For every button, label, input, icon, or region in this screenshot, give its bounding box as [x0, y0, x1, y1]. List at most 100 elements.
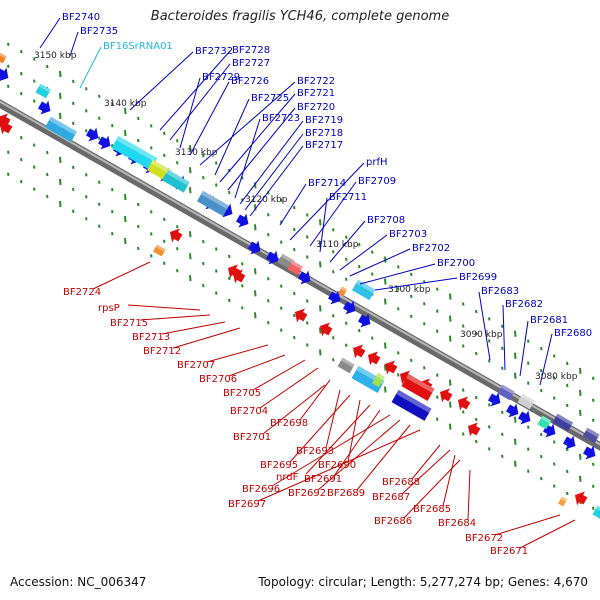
forward-gene-label[interactable]: BF2709	[358, 176, 396, 187]
forward-gene-label[interactable]: BF2740	[62, 12, 100, 23]
gene-block[interactable]	[197, 190, 230, 217]
reverse-gene-label[interactable]: BF2693	[296, 446, 334, 457]
gene-block[interactable]	[35, 83, 51, 99]
forward-gene-label[interactable]: BF2729	[202, 72, 240, 83]
forward-gene-arrow[interactable]	[264, 248, 282, 268]
forward-gene-label[interactable]: BF2723	[262, 113, 300, 124]
gene-block[interactable]	[287, 260, 303, 276]
reverse-gene-label[interactable]: BF2712	[143, 346, 181, 357]
reverse-gene-label[interactable]: BF2706	[199, 374, 237, 385]
forward-gene-arrow[interactable]	[36, 98, 54, 118]
reverse-gene-label[interactable]: BF2701	[233, 432, 271, 443]
reverse-gene-label[interactable]: BF2698	[270, 418, 308, 429]
reverse-gene-arrow[interactable]	[381, 357, 399, 377]
reverse-gene-label[interactable]: BF2707	[177, 360, 215, 371]
reverse-gene-arrow[interactable]	[229, 266, 247, 286]
forward-gene-label[interactable]: BF2726	[231, 76, 269, 87]
forward-gene-arrow[interactable]	[326, 288, 344, 308]
gene-block[interactable]	[337, 357, 355, 374]
forward-gene-arrow[interactable]	[246, 238, 264, 258]
reverse-gene-arrow[interactable]	[316, 319, 334, 339]
forward-gene-arrow[interactable]	[96, 133, 114, 153]
forward-gene-label[interactable]: BF2680	[554, 328, 592, 339]
forward-gene-arrow[interactable]	[0, 65, 12, 85]
gene-block[interactable]	[45, 116, 78, 143]
forward-gene-arrow[interactable]	[296, 268, 314, 288]
forward-gene-label[interactable]: BF2700	[437, 258, 475, 269]
forward-gene-arrow[interactable]	[561, 433, 579, 453]
reverse-gene-label[interactable]: BF2713	[132, 332, 170, 343]
forward-gene-label[interactable]: BF2721	[297, 88, 335, 99]
forward-gene-label[interactable]: BF2682	[505, 299, 543, 310]
reverse-gene-label[interactable]: BF2715	[110, 318, 148, 329]
forward-gene-label[interactable]: BF2711	[329, 192, 367, 203]
forward-gene-label[interactable]: BF2717	[305, 140, 343, 151]
forward-gene-label[interactable]: BF2703	[389, 229, 427, 240]
gene-block[interactable]	[111, 135, 158, 171]
forward-gene-arrow[interactable]	[516, 408, 534, 428]
gene-block[interactable]	[391, 389, 432, 421]
reverse-gene-label[interactable]: rpsP	[98, 303, 120, 314]
forward-gene-label[interactable]: BF2718	[305, 128, 343, 139]
reverse-gene-label[interactable]: BF2724	[63, 287, 101, 298]
forward-gene-arrow[interactable]	[341, 298, 359, 318]
forward-gene-arrow[interactable]	[356, 311, 374, 331]
forward-gene-label[interactable]: BF2720	[297, 102, 335, 113]
reverse-gene-arrow[interactable]	[166, 225, 184, 245]
forward-gene-label[interactable]: BF2699	[459, 272, 497, 283]
forward-gene-label[interactable]: BF16SrRNA01	[103, 41, 173, 52]
forward-gene-label[interactable]: BF2681	[530, 315, 568, 326]
forward-gene-label[interactable]: BF2708	[367, 215, 405, 226]
forward-gene-arrow[interactable]	[504, 401, 522, 421]
forward-gene-arrow[interactable]	[581, 443, 599, 463]
forward-gene-label[interactable]: BF2714	[308, 178, 346, 189]
reverse-gene-label[interactable]: BF2688	[382, 477, 420, 488]
forward-gene-label[interactable]: BF2735	[80, 26, 118, 37]
forward-gene-label[interactable]: BF2728	[232, 45, 270, 56]
forward-gene-arrow[interactable]	[84, 125, 102, 145]
forward-gene-label[interactable]: BF2702	[412, 243, 450, 254]
reverse-gene-label[interactable]: BF2696	[242, 484, 280, 495]
gene-block[interactable]	[153, 244, 166, 257]
reverse-gene-arrow[interactable]	[464, 419, 482, 439]
forward-gene-label[interactable]: BF2725	[251, 93, 289, 104]
reverse-gene-label[interactable]: BF2692	[288, 488, 326, 499]
reverse-gene-label[interactable]: nrdF	[276, 472, 299, 483]
gene-block[interactable]	[517, 393, 535, 410]
forward-gene-label[interactable]: BF2727	[232, 58, 270, 69]
gene-block[interactable]	[592, 505, 600, 520]
gene-block[interactable]	[537, 415, 552, 430]
reverse-gene-arrow[interactable]	[0, 117, 14, 137]
gene-block[interactable]	[552, 413, 574, 432]
forward-gene-arrow[interactable]	[234, 211, 252, 231]
gene-block[interactable]	[582, 427, 600, 444]
forward-gene-label[interactable]: BF2683	[481, 286, 519, 297]
reverse-gene-label[interactable]: BF2691	[304, 474, 342, 485]
forward-gene-label[interactable]: BF2719	[305, 115, 343, 126]
reverse-gene-label[interactable]: BF2684	[438, 518, 476, 529]
forward-gene-label[interactable]: BF2722	[297, 76, 335, 87]
reverse-gene-label[interactable]: BF2697	[228, 499, 266, 510]
reverse-gene-arrow[interactable]	[291, 305, 309, 325]
reverse-gene-label[interactable]: BF2689	[327, 488, 365, 499]
reverse-gene-label[interactable]: BF2686	[374, 516, 412, 527]
reverse-gene-label[interactable]: BF2685	[413, 504, 451, 515]
reverse-gene-label[interactable]: BF2671	[490, 546, 528, 557]
reverse-gene-label[interactable]: BF2687	[372, 492, 410, 503]
reverse-gene-arrow[interactable]	[364, 348, 382, 368]
gene-block[interactable]	[558, 496, 568, 507]
forward-gene-label[interactable]: BF2732	[195, 46, 233, 57]
reverse-gene-arrow[interactable]	[454, 393, 472, 413]
reverse-gene-label[interactable]: BF2705	[223, 388, 261, 399]
gene-block[interactable]	[401, 373, 435, 401]
reverse-gene-label[interactable]: BF2704	[230, 406, 268, 417]
gene-block[interactable]	[162, 169, 190, 193]
forward-gene-label[interactable]: prfH	[366, 157, 388, 168]
forward-gene-arrow[interactable]	[486, 390, 504, 410]
reverse-gene-arrow[interactable]	[349, 341, 367, 361]
gene-block[interactable]	[0, 51, 7, 64]
reverse-gene-label[interactable]: BF2695	[260, 460, 298, 471]
reverse-gene-label[interactable]: BF2672	[465, 533, 503, 544]
gene-block[interactable]	[338, 286, 348, 297]
reverse-gene-arrow[interactable]	[436, 385, 454, 405]
